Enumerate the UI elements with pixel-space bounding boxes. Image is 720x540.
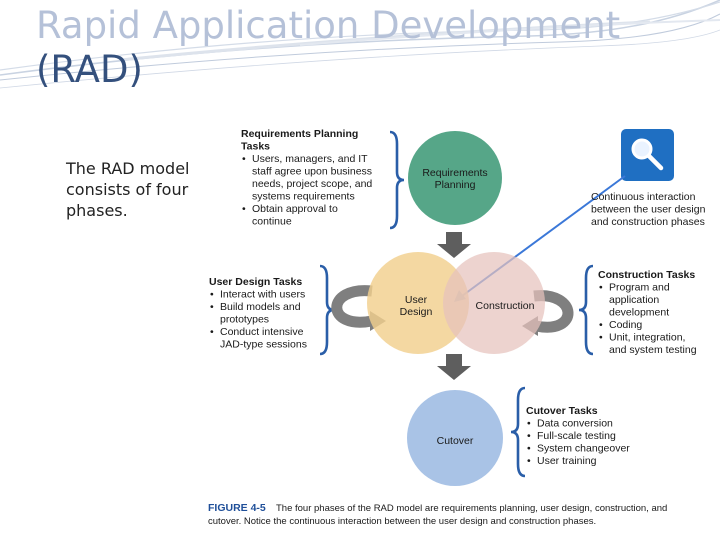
- down-arrow-design: [437, 354, 471, 380]
- cutover-task-item: System changeover: [537, 443, 630, 455]
- slide-title-line-2: (RAD): [36, 48, 143, 91]
- requirements-task-item: staff agree upon business: [252, 166, 372, 178]
- requirements-planning-circle: [408, 131, 502, 225]
- construction-task-bullet: •: [599, 319, 603, 331]
- construction-task-bullet: •: [599, 282, 603, 294]
- construction-task-item: Coding: [609, 319, 642, 331]
- callout-text: and construction phases: [591, 216, 705, 228]
- cutover-task-heading: Cutover Tasks: [526, 405, 598, 417]
- loop-arrow-left: [331, 285, 374, 328]
- down-arrow-requirements: [437, 232, 471, 258]
- user-design-phase-label: Design: [400, 306, 433, 318]
- user-design-task-item: Build models and: [220, 301, 301, 313]
- search-icon-lens: [631, 138, 653, 160]
- user-design-task-item: Interact with users: [220, 289, 305, 301]
- slide-title-line-1: Rapid Application Development: [36, 4, 621, 47]
- requirements-task-item: systems requirements: [252, 191, 355, 203]
- cutover-task-item: User training: [537, 455, 597, 467]
- requirements-task-bullet: •: [242, 203, 246, 215]
- construction-task-item: Unit, integration,: [609, 332, 685, 344]
- construction-task-bullet: •: [599, 332, 603, 344]
- figure-caption-text: The four phases of the RAD model are req…: [276, 503, 667, 514]
- loop-arrow-right: [533, 290, 574, 333]
- slide-title: Rapid Application Development (RAD): [36, 4, 620, 92]
- figure-caption-label: FIGURE 4-5: [208, 502, 266, 514]
- requirements-tasks-bracket: [389, 130, 405, 230]
- user-design-phase-label: User: [405, 294, 428, 306]
- construction-task-heading: Construction Tasks: [598, 269, 695, 281]
- requirements-task-item: needs, project scope, and: [252, 178, 372, 190]
- cutover-task-bullet: •: [527, 430, 531, 442]
- construction-task-item: development: [609, 307, 669, 319]
- cutover-task-item: Data conversion: [537, 418, 613, 430]
- user-design-task-heading: User Design Tasks: [209, 276, 302, 288]
- requirements-phase-label: Requirements: [422, 167, 487, 179]
- cutover-task-bullet: •: [527, 418, 531, 430]
- cutover-task-item: Full-scale testing: [537, 430, 616, 442]
- callout-text: between the user design: [591, 204, 706, 216]
- cutover-task-bullet: •: [527, 455, 531, 467]
- cutover-circle: [407, 390, 503, 486]
- user-design-task-item: JAD-type sessions: [220, 339, 307, 351]
- construction-tasks-bracket: [578, 264, 594, 356]
- callout-text: Continuous interaction: [591, 191, 696, 203]
- construction-circle: [443, 252, 545, 354]
- user-design-circle: [367, 252, 469, 354]
- user-design-task-bullet: •: [210, 301, 214, 313]
- cutover-task-bullet: •: [527, 443, 531, 455]
- bullet-point: The RAD model consists of four phases.: [46, 158, 206, 221]
- user-design-task-item: Conduct intensive: [220, 326, 304, 338]
- user-design-task-item: prototypes: [220, 314, 269, 326]
- requirements-task-heading: Tasks: [241, 141, 270, 153]
- requirements-task-item: Obtain approval to: [252, 203, 338, 215]
- construction-task-item: Program and: [609, 282, 670, 294]
- construction-phase-label: Construction: [476, 300, 535, 312]
- cutover-tasks-bracket: [510, 386, 526, 478]
- construction-task-item: and system testing: [609, 344, 697, 356]
- construction-task-item: application: [609, 294, 659, 306]
- figure-caption-text: cutover. Notice the continuous interacti…: [208, 516, 596, 527]
- requirements-task-item: continue: [252, 216, 292, 228]
- search-icon-handle: [646, 153, 664, 171]
- requirements-task-item: Users, managers, and IT: [252, 153, 368, 165]
- bullet-text: The RAD model consists of four phases.: [66, 159, 190, 220]
- requirements-task-bullet: •: [242, 153, 246, 165]
- user-design-task-bullet: •: [210, 326, 214, 338]
- user-design-task-bullet: •: [210, 289, 214, 301]
- requirements-phase-label: Planning: [435, 179, 476, 191]
- requirements-task-heading: Requirements Planning: [241, 128, 358, 140]
- cutover-phase-label: Cutover: [437, 435, 474, 447]
